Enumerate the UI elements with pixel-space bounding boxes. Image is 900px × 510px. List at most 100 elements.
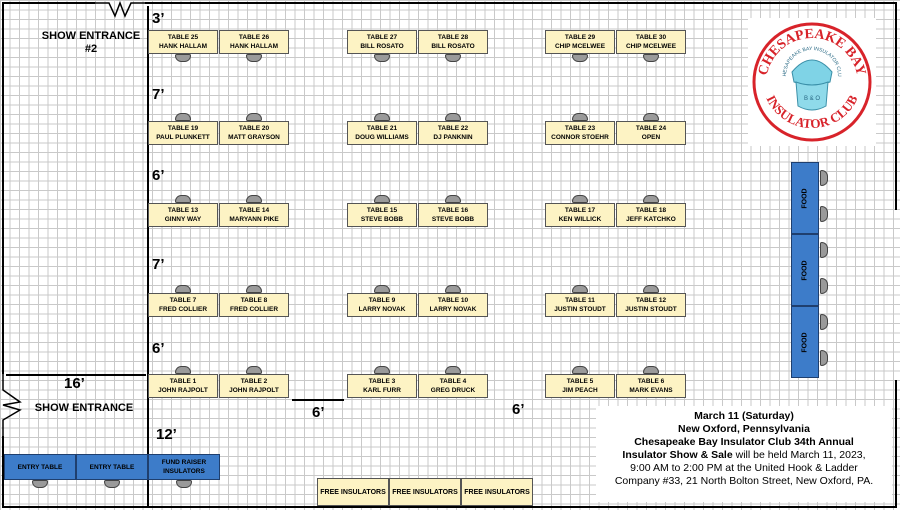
vendor-name: STEVE BOBB — [431, 216, 475, 223]
dimension-7: 7’ — [152, 86, 165, 103]
entry-table: ENTRY TABLE — [4, 454, 76, 480]
table-number: TABLE 27 — [366, 34, 398, 41]
food-label: FOOD — [801, 259, 809, 281]
chair — [246, 285, 262, 293]
vendor-name: DJ PANKNIN — [433, 134, 473, 141]
dimension-7: 7’ — [152, 256, 165, 273]
table-number: TABLE 8 — [240, 297, 268, 304]
door-icon — [95, 0, 145, 18]
vendor-name: PAUL PLUNKETT — [156, 134, 210, 141]
chair — [572, 195, 588, 203]
vendor-name: JEFF KATCHKO — [626, 216, 676, 223]
table-number: TABLE 15 — [366, 207, 398, 214]
wall-left-lower — [2, 436, 4, 508]
vendor-name: BILL ROSATO — [360, 43, 404, 50]
dimension-line-6-between — [292, 399, 344, 401]
table-number: TABLE 1 — [169, 378, 197, 385]
wall-right-upper — [895, 2, 897, 210]
entrance-2-label: SHOW ENTRANCE #2 — [36, 30, 146, 56]
chair — [374, 366, 390, 374]
chair — [246, 366, 262, 374]
chair — [572, 366, 588, 374]
event-date-text: will be held March 11, 2023, — [732, 449, 866, 461]
table-number: TABLE 22 — [437, 125, 469, 132]
vendor-name: HANK HALLAM — [229, 43, 279, 50]
table-number: TABLE 4 — [439, 378, 467, 385]
table-number: TABLE 3 — [368, 378, 396, 385]
table-number: TABLE 23 — [564, 125, 596, 132]
food-table: FOOD — [791, 306, 819, 378]
table-number: TABLE 5 — [566, 378, 594, 385]
vendor-name: MATT GRAYSON — [228, 134, 280, 141]
dimension-line-vertical — [147, 6, 149, 506]
chair — [32, 480, 48, 488]
event-time: 9:00 AM to 2:00 PM at the United Hook & … — [630, 462, 858, 474]
food-label: FOOD — [801, 187, 809, 209]
table-number: TABLE 6 — [637, 378, 665, 385]
vendor-name: LARRY NOVAK — [358, 306, 406, 313]
table-number: TABLE 7 — [169, 297, 197, 304]
chair — [820, 314, 828, 330]
chair — [246, 113, 262, 121]
vendor-name: GREG DRUCK — [430, 387, 476, 394]
chair — [643, 113, 659, 121]
table-number: TABLE 17 — [564, 207, 596, 214]
vendor-name: CHIP MCELWEE — [625, 43, 677, 50]
event-date: March 11 (Saturday) — [694, 410, 794, 422]
chair — [175, 113, 191, 121]
vendor-table: TABLE 7 FRED COLLIER — [148, 293, 218, 317]
chair — [445, 195, 461, 203]
dimension-6: 6’ — [312, 404, 325, 421]
vendor-name: JUSTIN STOUDT — [625, 306, 677, 313]
chair — [445, 54, 461, 62]
chair — [643, 54, 659, 62]
vendor-name: DOUG WILLIAMS — [355, 134, 409, 141]
table-number: TABLE 16 — [437, 207, 469, 214]
dimension-3: 3’ — [152, 10, 165, 27]
food-table: FOOD — [791, 162, 819, 234]
chair — [643, 285, 659, 293]
chair — [246, 195, 262, 203]
dimension-6: 6’ — [152, 340, 165, 357]
chair — [572, 54, 588, 62]
wall-left-upper — [2, 2, 4, 374]
vendor-name: OPEN — [641, 134, 661, 141]
entrance-2-title: SHOW ENTRANCE — [41, 30, 141, 42]
chair — [246, 54, 262, 62]
chair — [572, 285, 588, 293]
vendor-name: HANK HALLAM — [158, 43, 208, 50]
chair — [572, 113, 588, 121]
chair — [643, 366, 659, 374]
show-entrance-label: SHOW ENTRANCE — [34, 402, 134, 414]
vendor-name: FRED COLLIER — [158, 306, 208, 313]
table-number: TABLE 18 — [635, 207, 667, 214]
event-title-line: Insulator Show & Sale will be held March… — [596, 449, 892, 462]
event-address: Company #33, 21 North Bolton Street, New… — [614, 475, 874, 487]
club-logo: CHESAPEAKE BAY INSULATOR CLUB CHESAPEAKE… — [746, 14, 876, 146]
table-number: TABLE 20 — [238, 125, 270, 132]
vendor-name: CONNOR STOEHR — [551, 134, 609, 141]
table-number: TABLE 26 — [238, 34, 270, 41]
chair — [374, 285, 390, 293]
table-number: TABLE 28 — [437, 34, 469, 41]
chair — [820, 350, 828, 366]
vendor-table: TABLE 22 DJ PANKNIN — [418, 121, 488, 145]
chair — [175, 54, 191, 62]
event-location: New Oxford, Pennsylvania — [678, 423, 810, 435]
entry-table: ENTRY TABLE — [76, 454, 148, 480]
table-number: TABLE 10 — [437, 297, 469, 304]
chair — [643, 195, 659, 203]
chair — [175, 285, 191, 293]
entrance-2-number: #2 — [84, 43, 98, 55]
table-number: TABLE 11 — [565, 297, 595, 304]
